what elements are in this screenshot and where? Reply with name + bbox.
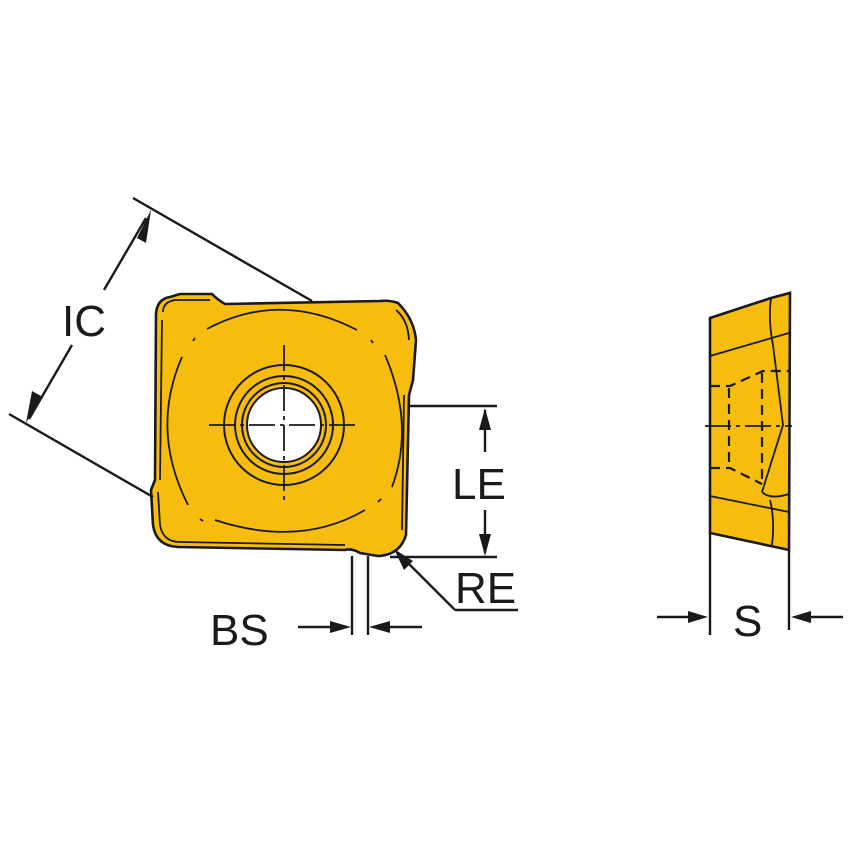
ic-dimension-line-lower — [27, 344, 74, 420]
ic-arc-right — [384, 354, 403, 488]
ic-extension-top — [132, 196, 313, 303]
ic-extension-bottom — [8, 412, 154, 499]
ic-arc-top — [206, 308, 358, 331]
re-arrow — [394, 549, 413, 570]
s-arrow-right — [791, 611, 811, 623]
ic-arc-left — [166, 356, 189, 506]
ic-label: IC — [62, 297, 106, 346]
side-hidden-hole — [710, 369, 789, 485]
side-view: S — [657, 291, 843, 646]
insert-inner-edge — [157, 299, 410, 546]
le-label: LE — [452, 460, 506, 509]
le-arrow-top — [479, 408, 491, 430]
ic-arc-bottom — [214, 509, 366, 533]
side-body — [708, 291, 792, 552]
le-arrow-bottom — [479, 534, 491, 556]
bs-arrow-left — [330, 621, 351, 633]
ic-dimension-line-upper — [102, 217, 148, 291]
re-label: RE — [455, 564, 516, 613]
ic-arrow-bottom — [26, 391, 41, 423]
s-arrow-left — [688, 611, 708, 623]
ic-arrow-top — [137, 210, 151, 243]
bs-arrow-right — [369, 621, 390, 633]
bs-label: BS — [210, 606, 269, 655]
top-view: IC LE RE BS — [8, 196, 518, 655]
side-facet-lines — [709, 297, 790, 546]
s-label: S — [733, 597, 762, 646]
